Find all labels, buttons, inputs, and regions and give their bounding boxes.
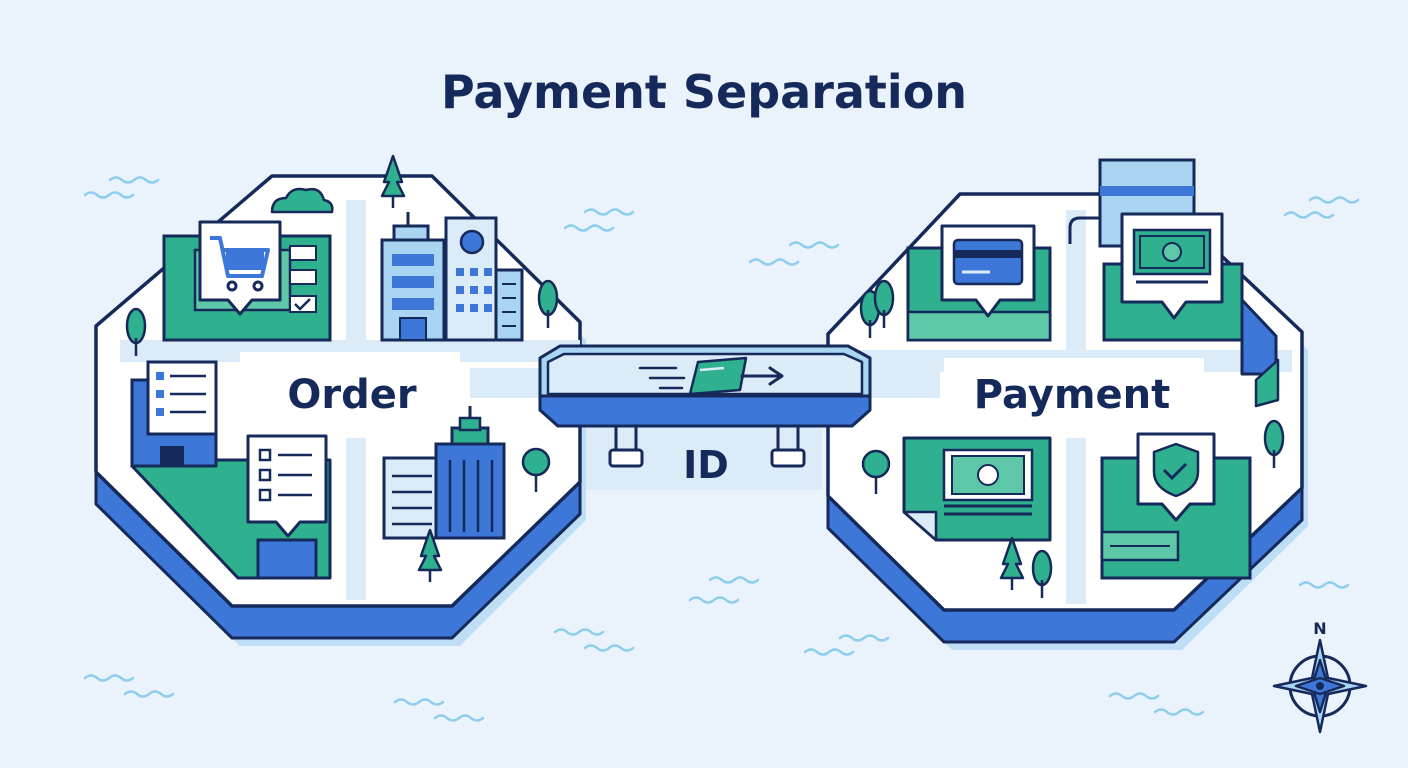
shopping-cart-icon xyxy=(198,220,282,316)
payment-label: Payment xyxy=(974,372,1170,418)
shield-check-icon xyxy=(1136,432,1216,522)
diagram-title: Payment Separation xyxy=(441,65,967,119)
order-island: Order xyxy=(94,154,586,646)
compass-north-label: N xyxy=(1313,619,1326,638)
cloud-icon xyxy=(270,187,334,214)
banknote-icon xyxy=(902,436,1052,542)
order-label: Order xyxy=(287,372,416,418)
document-list-icon xyxy=(130,360,218,468)
checklist-icon xyxy=(246,434,328,538)
credit-card-icon xyxy=(940,224,1036,318)
payment-island: Payment xyxy=(826,158,1308,650)
bridge-label: ID xyxy=(683,443,729,487)
arrow-right-icon xyxy=(740,366,784,386)
banknote-icon xyxy=(1120,212,1224,320)
building-icon xyxy=(382,406,506,540)
id-card-icon xyxy=(688,356,748,396)
compass-rose-icon xyxy=(1272,638,1368,734)
id-bridge: ID xyxy=(470,344,940,490)
building-icon xyxy=(380,212,524,342)
